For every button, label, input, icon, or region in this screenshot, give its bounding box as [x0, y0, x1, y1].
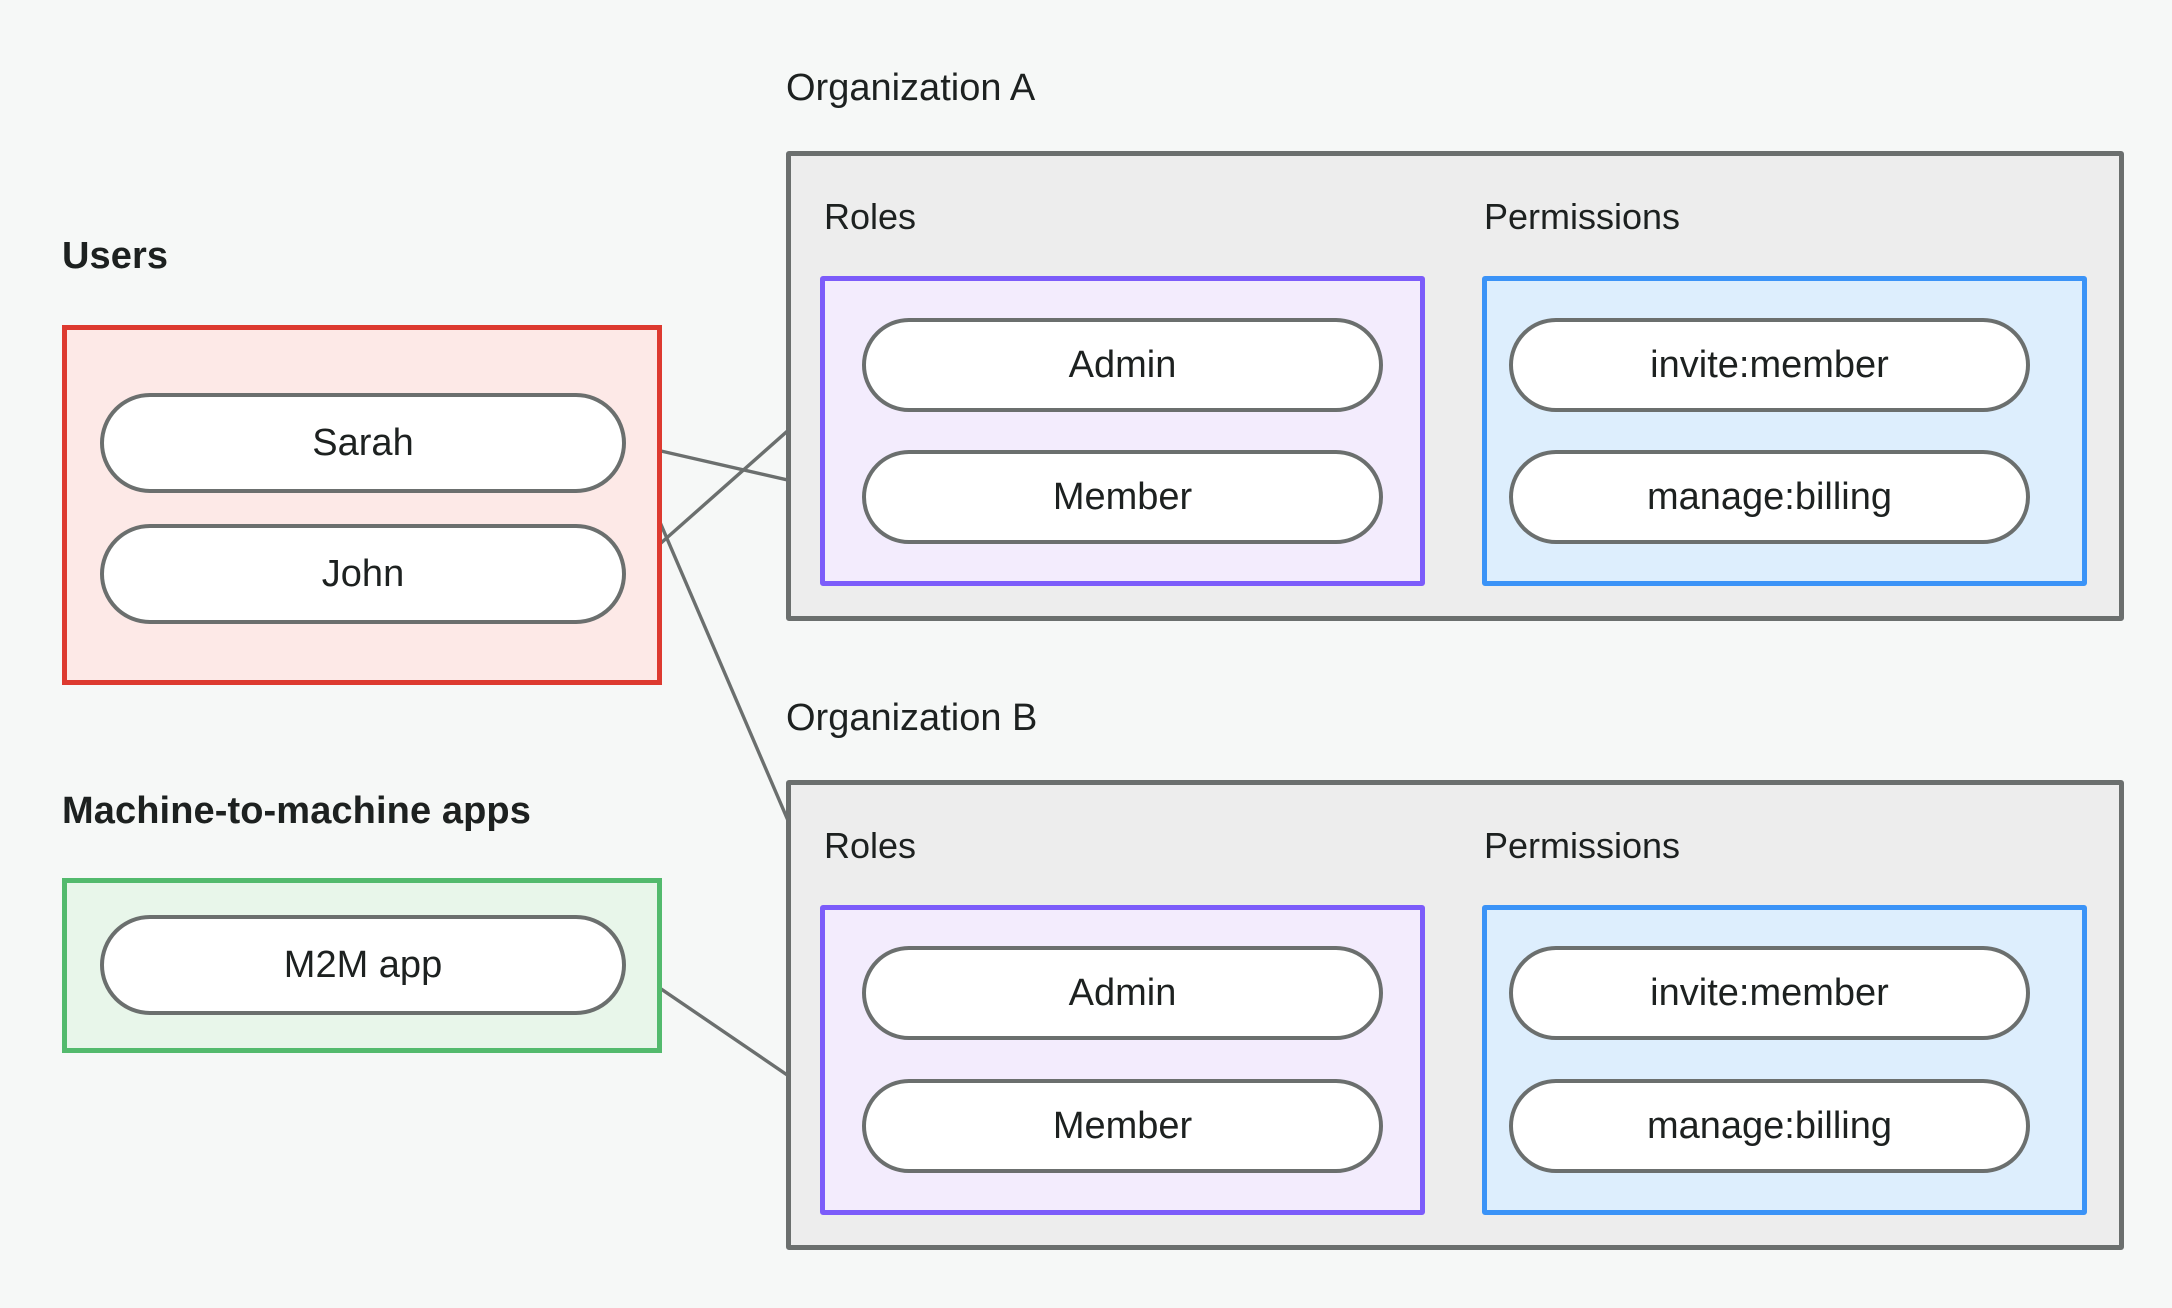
- users-group-title: Users: [62, 235, 169, 277]
- org-a-role-member[interactable]: Member: [862, 450, 1383, 544]
- org-a-roles-title: Roles: [824, 196, 917, 237]
- org-b-permission-manage-billing[interactable]: manage:billing: [1509, 1079, 2030, 1173]
- org-a-permission-manage-billing[interactable]: manage:billing: [1509, 450, 2030, 544]
- org-b-roles-title: Roles: [824, 825, 917, 866]
- org-b-role-admin[interactable]: Admin: [862, 946, 1383, 1040]
- org-b-permission-invite-member[interactable]: invite:member: [1509, 946, 2030, 1040]
- org-b-role-member[interactable]: Member: [862, 1079, 1383, 1173]
- org-b-permissions-title: Permissions: [1484, 825, 1681, 866]
- org-b-title: Organization B: [786, 697, 1038, 739]
- user-node-sarah[interactable]: Sarah: [100, 393, 626, 493]
- users-container: [62, 325, 662, 685]
- m2m-node-app[interactable]: M2M app: [100, 915, 626, 1015]
- org-a-role-admin[interactable]: Admin: [862, 318, 1383, 412]
- org-a-title: Organization A: [786, 67, 1036, 109]
- org-a-permission-invite-member[interactable]: invite:member: [1509, 318, 2030, 412]
- m2m-group-title: Machine-to-machine apps: [62, 790, 531, 832]
- user-node-john[interactable]: John: [100, 524, 626, 624]
- org-a-permissions-title: Permissions: [1484, 196, 1681, 237]
